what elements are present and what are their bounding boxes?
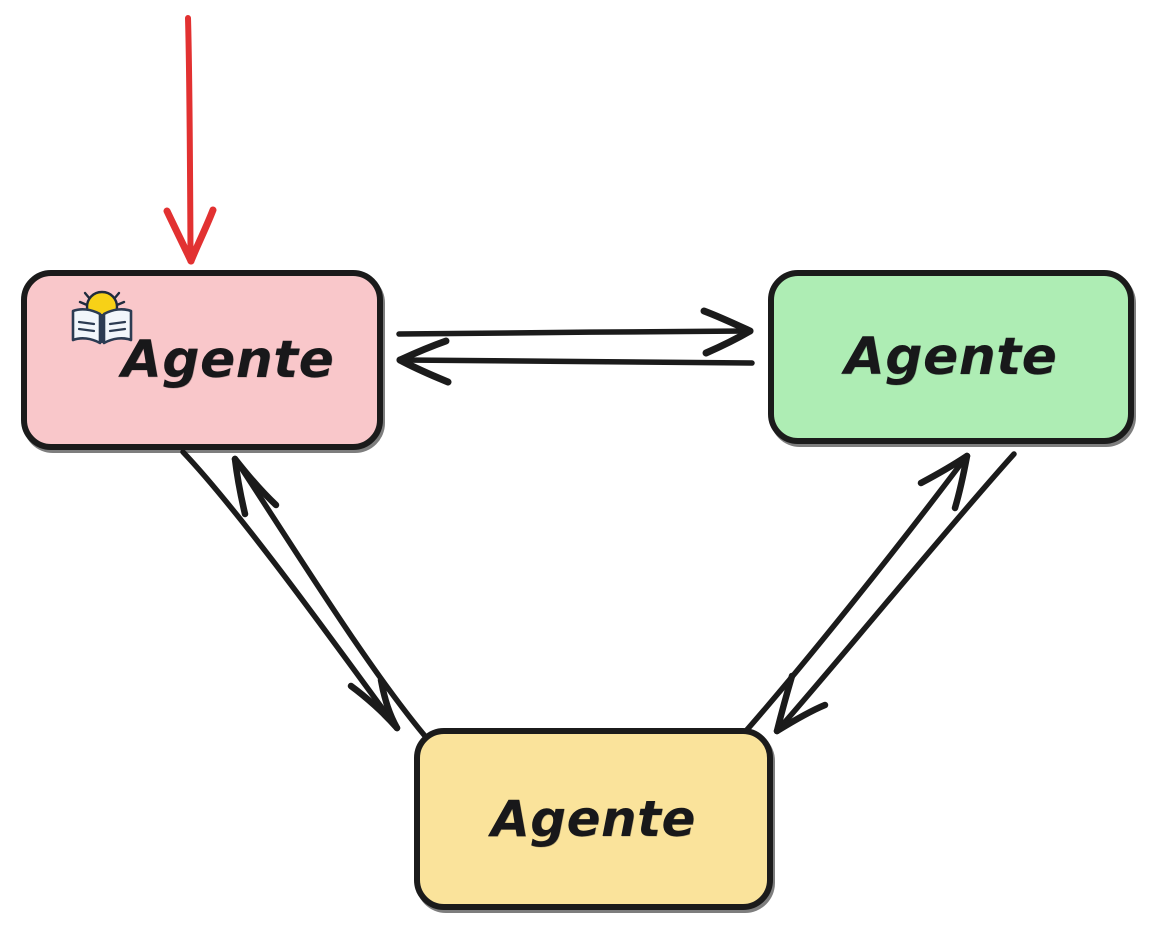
- connector-entry-arrow: [163, 15, 217, 265]
- connector-green-to-yellow: [773, 451, 1017, 735]
- agent-node-green-label: Agente: [844, 327, 1058, 387]
- connector-green-to-pink: [396, 337, 755, 386]
- connector-yellow-to-pink: [231, 455, 433, 745]
- connector-pink-to-yellow: [180, 449, 401, 732]
- agent-node-pink[interactable]: Agente: [21, 270, 383, 450]
- agent-node-pink-label: Agente: [121, 330, 335, 390]
- agent-node-yellow[interactable]: Agente: [414, 728, 773, 910]
- agent-node-green[interactable]: Agente: [768, 270, 1134, 444]
- agent-node-yellow-label: Agente: [491, 790, 696, 848]
- connector-yellow-to-green: [735, 452, 971, 743]
- connector-pink-to-green: [396, 307, 754, 357]
